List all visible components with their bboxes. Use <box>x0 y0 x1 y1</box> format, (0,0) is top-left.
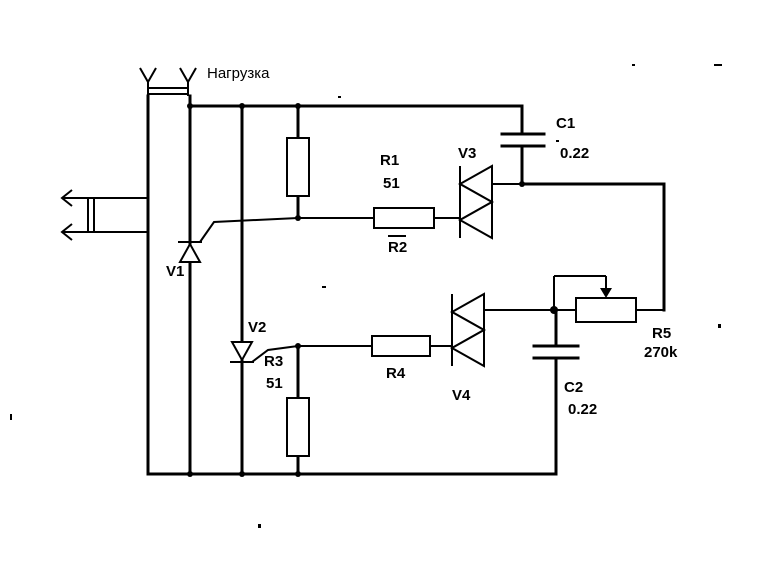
capacitor-c1-symbol <box>500 104 666 187</box>
resistor-r2 <box>373 207 435 229</box>
capacitor-c2-symbol <box>532 308 580 476</box>
v4-label: V4 <box>452 387 471 404</box>
resistor-r3 <box>286 397 310 457</box>
resistor-r5 <box>575 297 637 323</box>
resistor-r4 <box>371 335 431 357</box>
load-terminals <box>139 67 197 96</box>
upper-branch <box>286 104 460 229</box>
v2-label: V2 <box>248 319 266 336</box>
potentiometer-r5-symbol <box>550 182 666 323</box>
r1-value: 51 <box>383 175 400 192</box>
c2-label: C2 <box>564 379 583 396</box>
r4-label: R4 <box>386 365 406 382</box>
r1-label: R1 <box>380 152 399 169</box>
resistor-r1 <box>286 137 310 197</box>
r5-value: 270k <box>644 344 678 361</box>
r3-value: 51 <box>266 375 283 392</box>
thyristor-v2-symbol <box>230 341 299 363</box>
lower-branch <box>286 335 452 476</box>
junctions <box>187 103 301 477</box>
c2-value: 0.22 <box>568 401 597 418</box>
thyristor-v1-symbol <box>178 217 299 263</box>
mains-plug <box>60 189 148 241</box>
load-label: Нагрузка <box>207 65 270 82</box>
c1-label: C1 <box>556 115 575 132</box>
r2-label: R2 <box>388 239 407 256</box>
dinistor-v3-symbol <box>457 164 522 240</box>
dinistor-v4-symbol <box>449 292 554 368</box>
c1-value: 0.22 <box>560 145 589 162</box>
v1-label: V1 <box>166 263 184 280</box>
v3-label: V3 <box>458 145 476 162</box>
image-specks <box>10 64 722 528</box>
r3-label: R3 <box>264 353 283 370</box>
main-wires <box>146 94 558 476</box>
r5-label: R5 <box>652 325 671 342</box>
